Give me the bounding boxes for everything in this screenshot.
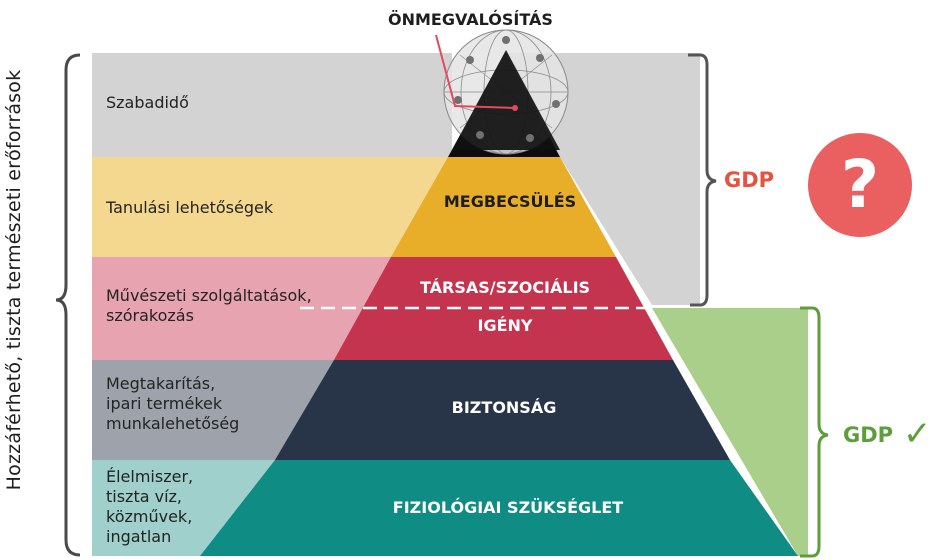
- gdp-bottom-bracket-icon: [800, 306, 829, 558]
- row-band-leisure: [92, 53, 452, 157]
- level-social-label-top: TÁRSAS/SZOCIÁLIS: [419, 278, 591, 297]
- level-social: [334, 257, 673, 360]
- question-mark-icon: ?: [808, 133, 912, 237]
- row-label-learning: Tanulási lehetőségek: [106, 198, 274, 217]
- network-globe-icon: [443, 29, 569, 155]
- level-esteem-label: MEGBECSÜLÉS: [443, 192, 577, 211]
- row-label-food: Élelmiszer, tiszta víz, közművek, ingatl…: [106, 467, 194, 546]
- level-physiological: [200, 460, 798, 556]
- apex-title: ÖNMEGVALÓSÍTÁS: [388, 10, 553, 29]
- level-safety: [275, 360, 730, 460]
- row-label-leisure: Szabadidő: [106, 93, 189, 112]
- row-label-arts: Művészeti szolgáltatások, szórakozás: [106, 286, 312, 325]
- level-safety-label: BIZTONSÁG: [451, 398, 557, 417]
- row-band-learning: [92, 157, 452, 257]
- row-label-savings: Megtakarítás, ipari termékek munkalehető…: [106, 374, 240, 433]
- title-leader-line: [435, 34, 516, 109]
- level-social-label-bottom: IGÉNY: [477, 316, 533, 335]
- checkmark-icon: ✓: [903, 414, 932, 454]
- level-esteem: [391, 157, 616, 257]
- gdp-top-label: GDP: [724, 168, 775, 192]
- side-axis-label: Hozzáférhető, tiszta természeti erőforrá…: [3, 69, 25, 491]
- gdp-bottom-panel: [652, 308, 808, 556]
- gdp-bottom-label: GDP: [843, 423, 894, 447]
- left-brace-icon: [55, 53, 81, 557]
- level-physiological-label: FIZIOLÓGIAI SZÜKSÉGLET: [392, 498, 624, 517]
- gdp-top-bracket-icon: [688, 53, 717, 307]
